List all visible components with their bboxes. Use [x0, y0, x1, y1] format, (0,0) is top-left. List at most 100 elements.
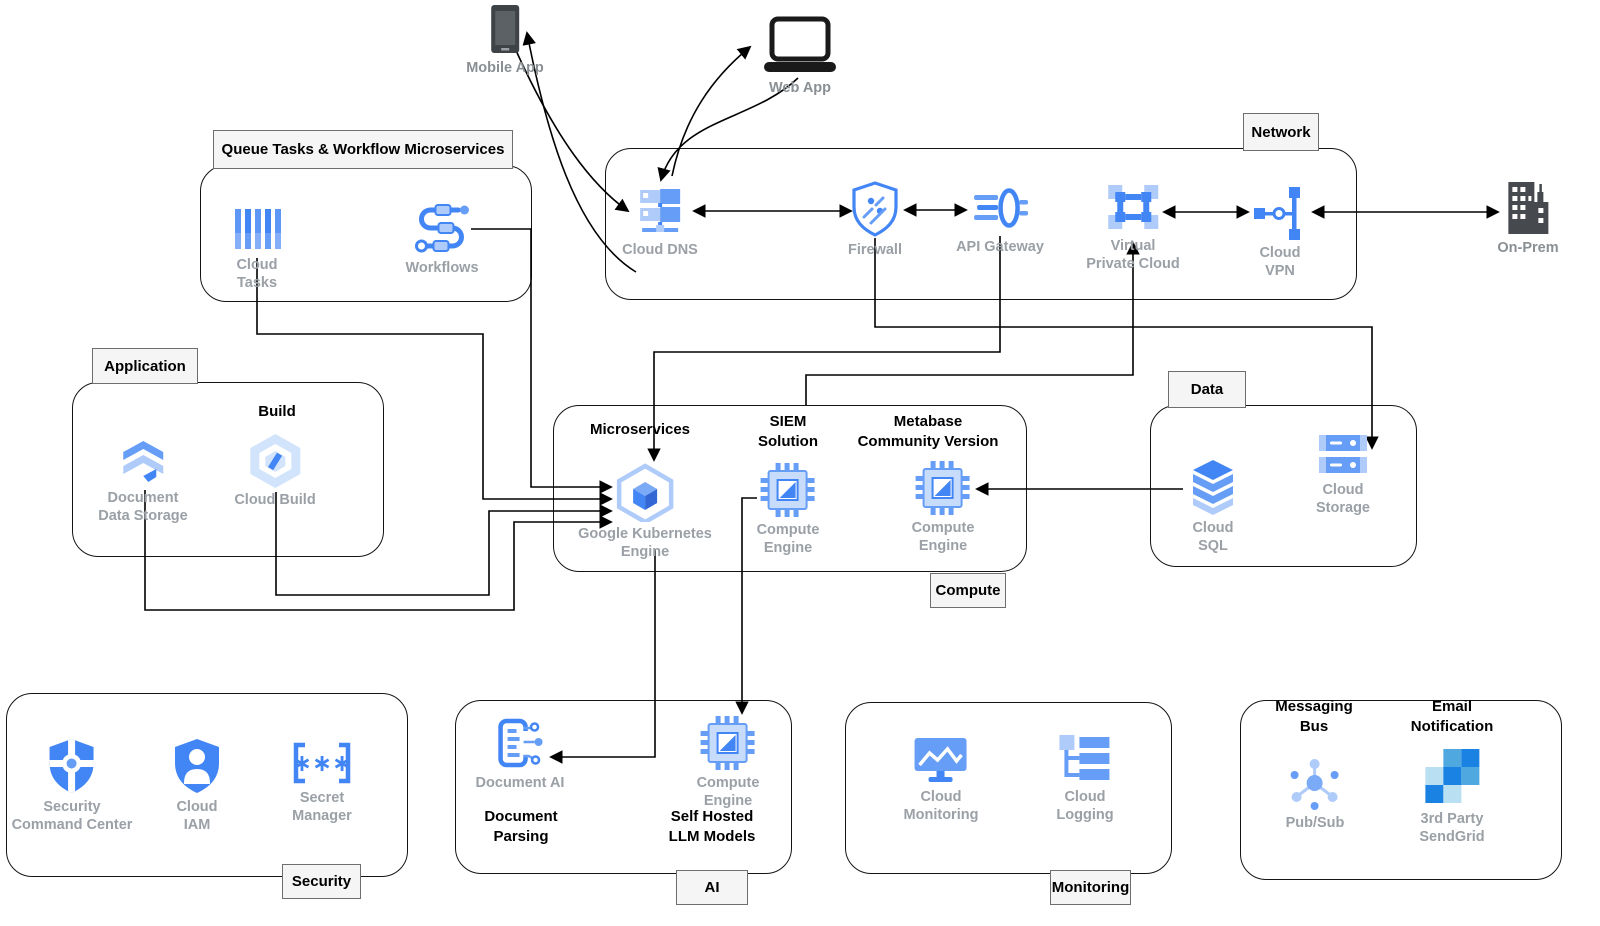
node-cloud-logging: Cloud Logging — [1056, 733, 1114, 824]
sendgrid-label: 3rd Party SendGrid — [1419, 811, 1485, 845]
node-gke: Google Kubernetes Engine — [578, 462, 712, 561]
kubernetes-engine-icon — [616, 463, 674, 522]
firewall-shield-icon — [852, 181, 898, 237]
sendgrid-icon — [1424, 749, 1479, 803]
web-app-label: Web App — [768, 80, 832, 96]
node-mobile-app: Mobile App — [466, 4, 544, 78]
pubsub-label: Pub/Sub — [1285, 815, 1345, 831]
node-compute-engine-llm: Compute Engine — [696, 715, 760, 810]
compute-engine-siem-label: Compute Engine — [756, 522, 820, 556]
node-compute-engine-siem: Compute Engine — [756, 462, 820, 557]
edge-cloudtasks-gke — [256, 258, 613, 506]
mobile-phone-icon — [491, 5, 519, 53]
edge-siem-llm — [735, 497, 757, 715]
node-compute-engine-metabase: Compute Engine — [911, 460, 975, 555]
compute-engine-llm-label: Compute Engine — [696, 775, 760, 809]
node-document-ai: Document AI — [475, 715, 565, 793]
edge-cloudbuild-gke — [275, 492, 613, 596]
api-gateway-icon — [974, 188, 1028, 228]
title-metabase: Metabase Community Version — [857, 413, 999, 450]
cloud-build-icon — [250, 434, 300, 488]
tab-network-label: Network — [1251, 123, 1311, 141]
compute-engine-icon — [701, 716, 755, 770]
cloud-storage-icon — [1319, 435, 1367, 473]
title-messaging-bus: Messaging Bus — [1275, 698, 1353, 735]
security-command-center-label: Security Command Center — [11, 799, 133, 833]
node-cloud-storage: Cloud Storage — [1315, 432, 1371, 517]
tab-security: Security — [282, 864, 361, 899]
tab-compute-label: Compute — [935, 582, 1001, 599]
cloud-sql-label: Cloud SQL — [1192, 520, 1234, 554]
document-data-storage-label: Document Data Storage — [98, 490, 188, 524]
tab-ai-label: AI — [704, 879, 720, 896]
node-document-data-storage: Document Data Storage — [98, 432, 188, 525]
cloud-monitoring-label: Cloud Monitoring — [903, 789, 979, 823]
laptop-icon — [764, 16, 836, 72]
tab-network: Network — [1243, 113, 1319, 151]
group-network — [605, 148, 1357, 300]
cloud-dns-label: Cloud DNS — [622, 242, 698, 258]
node-cloud-sql: Cloud SQL — [1185, 458, 1241, 555]
mobile-app-label: Mobile App — [466, 60, 544, 76]
node-web-app: Web App — [762, 16, 838, 98]
document-ai-label: Document AI — [475, 775, 565, 791]
node-cloud-vpn: Cloud VPN — [1252, 185, 1308, 280]
cloud-sql-icon — [1193, 460, 1233, 515]
vpc-label: Virtual Private Cloud — [1086, 238, 1180, 272]
edge-gke-documentai — [549, 549, 656, 764]
document-ai-icon — [498, 718, 543, 768]
node-on-prem: On-Prem — [1497, 178, 1559, 258]
node-cloud-build: Cloud Build — [234, 432, 316, 510]
cloud-tasks-label: Cloud Tasks — [236, 257, 278, 291]
tab-application-label: Application — [104, 357, 186, 375]
compute-engine-icon — [916, 461, 970, 515]
node-cloud-tasks: Cloud Tasks — [229, 205, 285, 292]
tab-data: Data — [1168, 371, 1246, 408]
tab-queue-label: Queue Tasks & Workflow Microservices — [221, 141, 505, 158]
virtual-private-cloud-icon — [1108, 185, 1158, 229]
cloud-iam-label: Cloud IAM — [176, 799, 218, 833]
workflows-label: Workflows — [405, 260, 479, 276]
pubsub-icon — [1291, 759, 1339, 810]
edge-dns-to-web — [671, 45, 752, 177]
title-document-parsing: Document Parsing — [484, 808, 558, 845]
tab-ai: AI — [676, 870, 748, 905]
edge-dds-gke — [144, 490, 613, 611]
node-sendgrid: 3rd Party SendGrid — [1419, 745, 1485, 846]
edge-apigw-gke — [647, 236, 1001, 462]
node-workflows: Workflows — [405, 200, 479, 278]
on-prem-label: On-Prem — [1497, 240, 1559, 256]
document-data-storage-icon — [122, 441, 163, 482]
node-api-gateway: API Gateway — [956, 185, 1044, 257]
building-icon — [1508, 182, 1548, 234]
firewall-label: Firewall — [848, 242, 902, 258]
cloud-monitoring-icon — [915, 738, 967, 782]
node-secret-manager: ∗∗∗ Secret Manager — [290, 740, 354, 825]
cloud-logging-icon — [1058, 735, 1109, 780]
secret-manager-icon: ∗∗∗ — [292, 742, 352, 784]
title-email-notification: Email Notification — [1410, 698, 1494, 735]
node-pubsub: Pub/Sub — [1285, 755, 1345, 833]
tab-compute: Compute — [930, 573, 1006, 608]
node-firewall: Firewall — [847, 180, 903, 260]
cloud-logging-label: Cloud Logging — [1056, 789, 1114, 823]
cloud-tasks-icon — [235, 209, 281, 249]
edge-dns-to-mobile — [522, 31, 637, 273]
security-command-center-icon — [49, 739, 94, 793]
tab-monitoring: Monitoring — [1050, 870, 1131, 905]
gke-label: Google Kubernetes Engine — [578, 526, 712, 560]
edge-workflows-gke — [471, 228, 613, 494]
tab-application: Application — [92, 348, 198, 384]
node-cloud-iam: Cloud IAM — [169, 737, 225, 834]
edge-mobile-to-dns — [513, 45, 630, 213]
cloud-vpn-icon — [1254, 187, 1300, 240]
compute-engine-icon — [761, 463, 815, 517]
workflows-icon — [414, 204, 469, 253]
group-monitoring — [845, 702, 1172, 874]
compute-engine-metabase-label: Compute Engine — [911, 520, 975, 554]
secret-manager-label: Secret Manager — [292, 790, 352, 824]
api-gateway-label: API Gateway — [956, 239, 1044, 255]
node-security-command-center: Security Command Center — [11, 737, 133, 834]
title-self-hosted-llm: Self Hosted LLM Models — [668, 808, 756, 845]
